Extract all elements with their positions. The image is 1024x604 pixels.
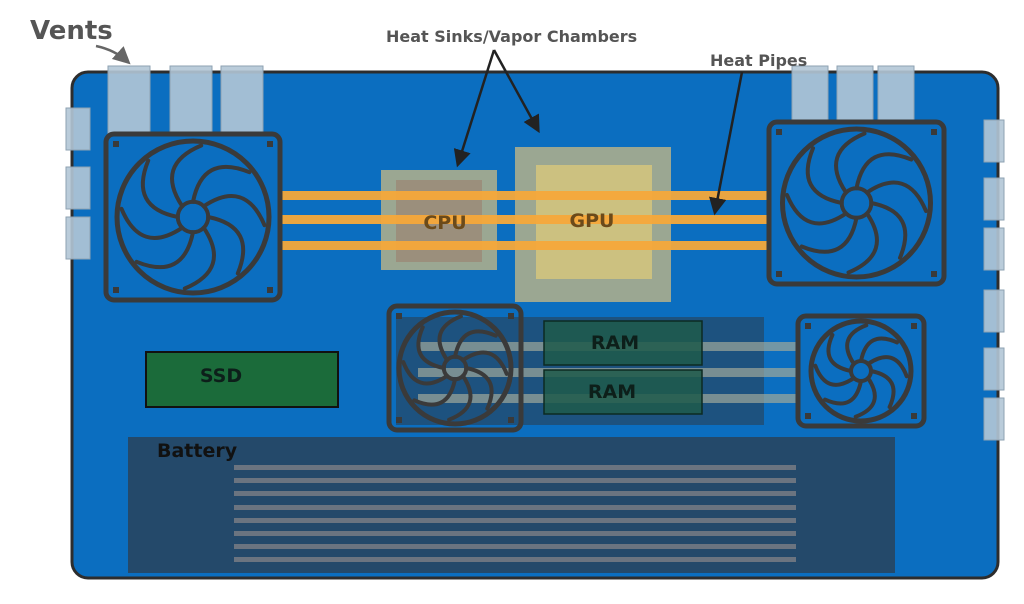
arrow-icon [492,49,540,134]
cpu-label: CPU [423,212,466,234]
vents-label: Vents [30,16,113,46]
vents-right [983,119,1005,441]
battery-label: Battery [157,440,238,462]
vents-top-right [791,65,915,125]
fan-icon [103,131,283,303]
gpu-label: GPU [570,210,615,232]
ram-label-2: RAM [588,381,636,403]
arrow-icon [709,71,744,216]
arrow-icon [453,49,496,168]
vents-left [65,107,91,260]
heat-pipes-upper [282,191,770,250]
ssd-module [145,351,339,408]
ssd-label: SSD [200,365,242,387]
arrow-icon [95,44,131,65]
heat-pipes-label: Heat Pipes [710,51,807,70]
fan-icon [766,119,947,287]
battery-cells [234,465,796,562]
ram-module-1 [543,320,703,366]
fan-icon [386,303,524,433]
ram-label-1: RAM [591,332,639,354]
ram-module-2 [543,369,703,415]
heat-sinks-label: Heat Sinks/Vapor Chambers [386,27,637,46]
fan-icon [795,313,927,429]
vents-top-left [107,65,264,135]
